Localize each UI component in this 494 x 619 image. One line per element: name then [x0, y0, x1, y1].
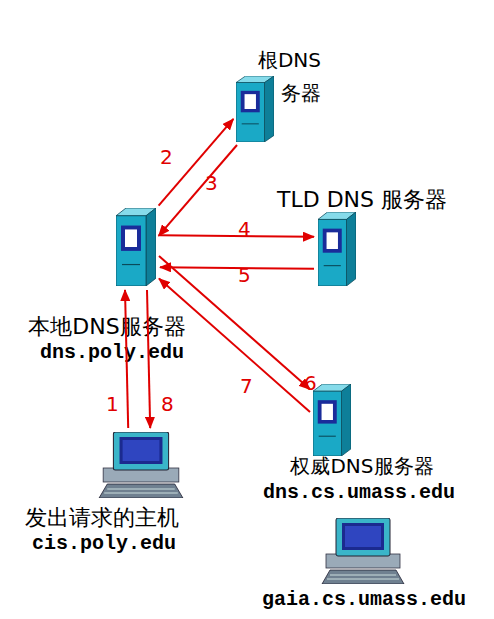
step-number: 6 [304, 372, 317, 394]
step-number: 4 [238, 218, 251, 240]
host-name: dns.poly.edu [0, 342, 242, 364]
dns-server: 权威DNS服务器dns.cs.umass.edu [313, 384, 351, 456]
step-number: 5 [238, 264, 251, 286]
host-name: gaia.cs.umass.edu [214, 589, 494, 611]
computer-icon [318, 518, 408, 584]
query-arrow [125, 290, 128, 428]
node-label: TLD DNS 服务器 [232, 187, 492, 213]
query-arrow [159, 256, 310, 389]
dns-server: TLD DNS 服务器 [318, 212, 356, 286]
host-name: cis.poly.edu [0, 533, 234, 555]
node-label: 发出请求的主机 [0, 505, 232, 531]
server-icon [313, 384, 351, 456]
query-arrow [160, 235, 314, 237]
query-arrow [159, 279, 310, 412]
server-icon [236, 76, 274, 142]
host-computer: gaia.cs.umass.edu [318, 518, 408, 584]
server-icon [318, 212, 356, 286]
host-computer: 发出请求的主机cis.poly.edu [95, 432, 187, 498]
step-number: 3 [205, 172, 218, 194]
step-number: 2 [160, 146, 173, 168]
query-arrow [147, 290, 150, 428]
host-name: dns.cs.umass.edu [209, 482, 494, 504]
computer-icon [95, 432, 187, 498]
node-label: 根DNS 务器 [245, 44, 321, 110]
query-arrow [159, 145, 237, 236]
query-arrow [160, 267, 314, 269]
node-label: 权威DNS服务器 [232, 454, 492, 478]
node-label: 本地DNS服务器 [0, 314, 237, 340]
dns-server: 根DNS 务器 [236, 76, 274, 142]
step-number: 1 [106, 393, 119, 415]
server-icon [116, 208, 156, 286]
step-number: 7 [240, 375, 253, 397]
step-number: 8 [161, 393, 174, 415]
dns-server: 本地DNS服务器dns.poly.edu [116, 208, 156, 286]
